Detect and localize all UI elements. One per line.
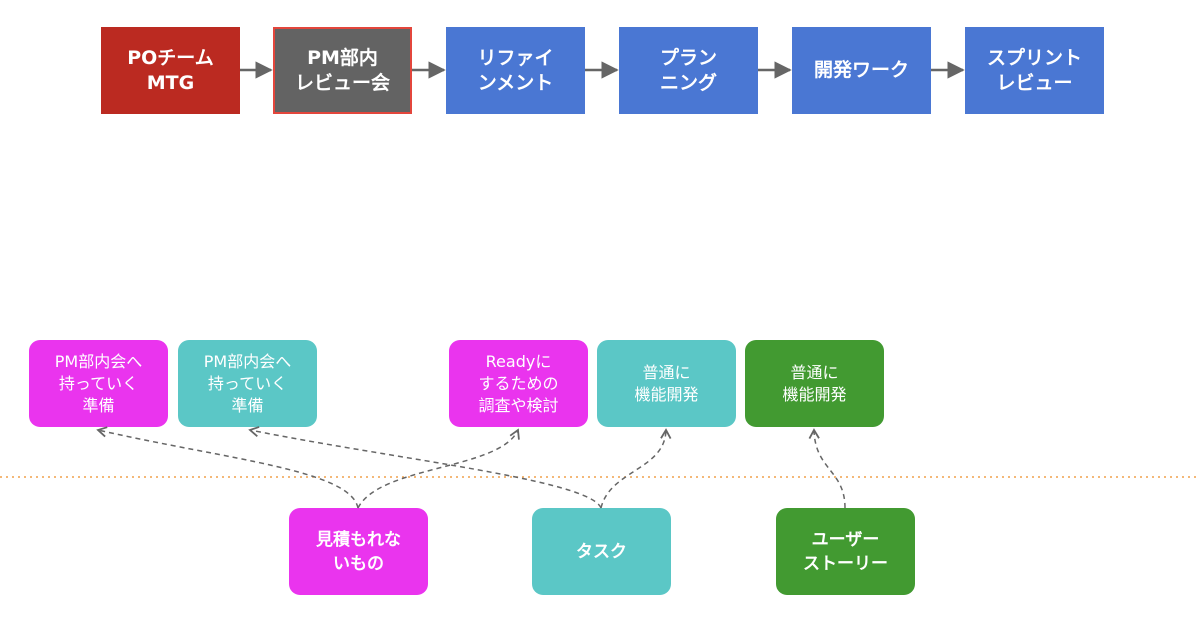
process-step-refinement: リファイ ンメント — [446, 27, 585, 114]
process-step-planning: プラン ニング — [619, 27, 758, 114]
item-type-unestimable: 見積もれな いもの — [289, 508, 428, 595]
destination-normal-development-teal: 普通に 機能開発 — [597, 340, 736, 427]
connector-task-to-development — [600, 428, 672, 509]
destination-normal-development-green: 普通に 機能開発 — [745, 340, 884, 427]
destination-pm-review-prep-magenta: PM部内会へ 持っていく 準備 — [29, 340, 168, 427]
destination-pm-review-prep-teal: PM部内会へ 持っていく 準備 — [178, 340, 317, 427]
item-type-user-story: ユーザー ストーリー — [776, 508, 915, 595]
process-step-pm-review: PM部内 レビュー会 — [273, 27, 412, 114]
connector-unestimable-to-pm-prep — [96, 426, 359, 509]
item-type-task: タスク — [532, 508, 671, 595]
connector-unestimable-to-ready — [357, 428, 520, 509]
process-step-sprint-review: スプリント レビュー — [965, 27, 1104, 114]
destination-ready-investigation: Readyに するための 調査や検討 — [449, 340, 588, 427]
process-step-development-work: 開発ワーク — [792, 27, 931, 114]
connector-task-to-pm-prep — [248, 426, 602, 509]
process-step-po-team-mtg: POチーム MTG — [101, 27, 240, 114]
connector-story-to-development — [808, 428, 846, 509]
